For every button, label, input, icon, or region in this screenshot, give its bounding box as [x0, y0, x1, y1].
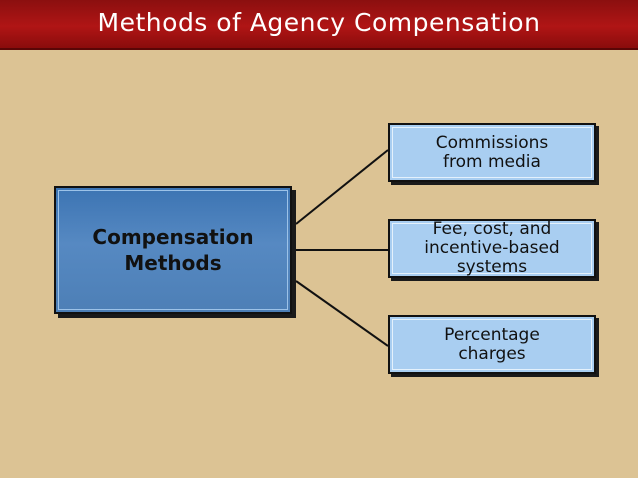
child-node-label: Percentage charges: [444, 324, 540, 364]
root-node-label: Compensation Methods: [92, 225, 254, 275]
child-node-label: Fee, cost, and incentive-based systems: [424, 219, 560, 277]
root-node-compensation-methods: Compensation Methods: [54, 186, 292, 314]
connector-line-percentage: [295, 280, 389, 347]
child-node-commissions: Commissions from media: [388, 123, 596, 182]
child-node-fee-cost-incentive: Fee, cost, and incentive-based systems: [388, 219, 596, 278]
child-node-percentage-charges: Percentage charges: [388, 315, 596, 374]
child-node-label: Commissions from media: [435, 132, 549, 172]
connector-line-commissions: [295, 149, 389, 225]
slide-title: Methods of Agency Compensation: [97, 8, 541, 37]
title-bar: Methods of Agency Compensation: [0, 0, 638, 50]
